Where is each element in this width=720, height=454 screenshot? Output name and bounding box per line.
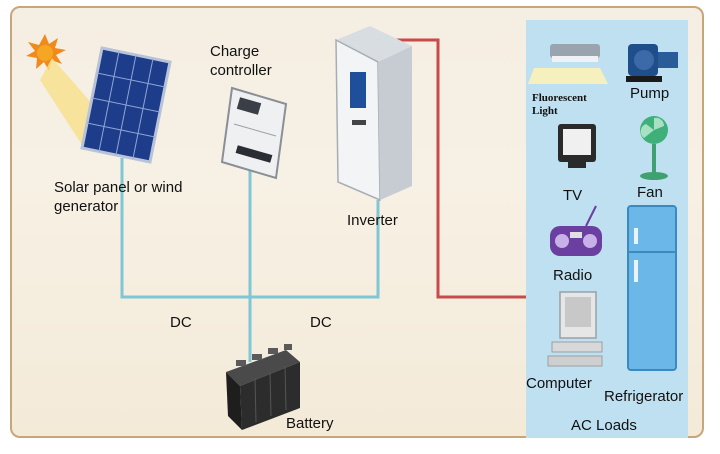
radio-label: Radio [553, 267, 593, 284]
computer-icon [547, 291, 603, 367]
dc-wiring [120, 158, 380, 362]
battery-icon [226, 344, 300, 430]
charge-controller-icon [220, 86, 288, 180]
dc-label-left: DC [170, 314, 192, 331]
dc-label-right: DC [310, 314, 332, 331]
fan-icon [640, 116, 668, 180]
inverter-label: Inverter [347, 212, 398, 229]
computer-label: Computer [526, 375, 592, 392]
sun-icon [26, 34, 66, 71]
refrigerator-icon [627, 205, 677, 371]
solar-panel-label: Solar panel or wind generator [54, 179, 183, 215]
pump-label: Pump [630, 85, 670, 102]
radio-icon [550, 205, 602, 256]
fan-label: Fan [637, 184, 663, 201]
battery-label: Battery [286, 415, 334, 432]
fluorescent-light-icon [528, 44, 608, 84]
solar-panel-icon [80, 46, 172, 164]
refrigerator-label: Refrigerator [604, 388, 684, 405]
ac-loads-title: AC Loads [571, 417, 637, 434]
ac-wire [386, 38, 526, 299]
inverter-icon [335, 26, 412, 202]
tv-label: TV [563, 187, 583, 204]
tv-icon [558, 124, 596, 168]
fluorescent-light-label: Fluorescent Light [532, 92, 587, 117]
charge-controller-label: Charge controller [210, 43, 272, 79]
pump-icon [626, 44, 678, 82]
